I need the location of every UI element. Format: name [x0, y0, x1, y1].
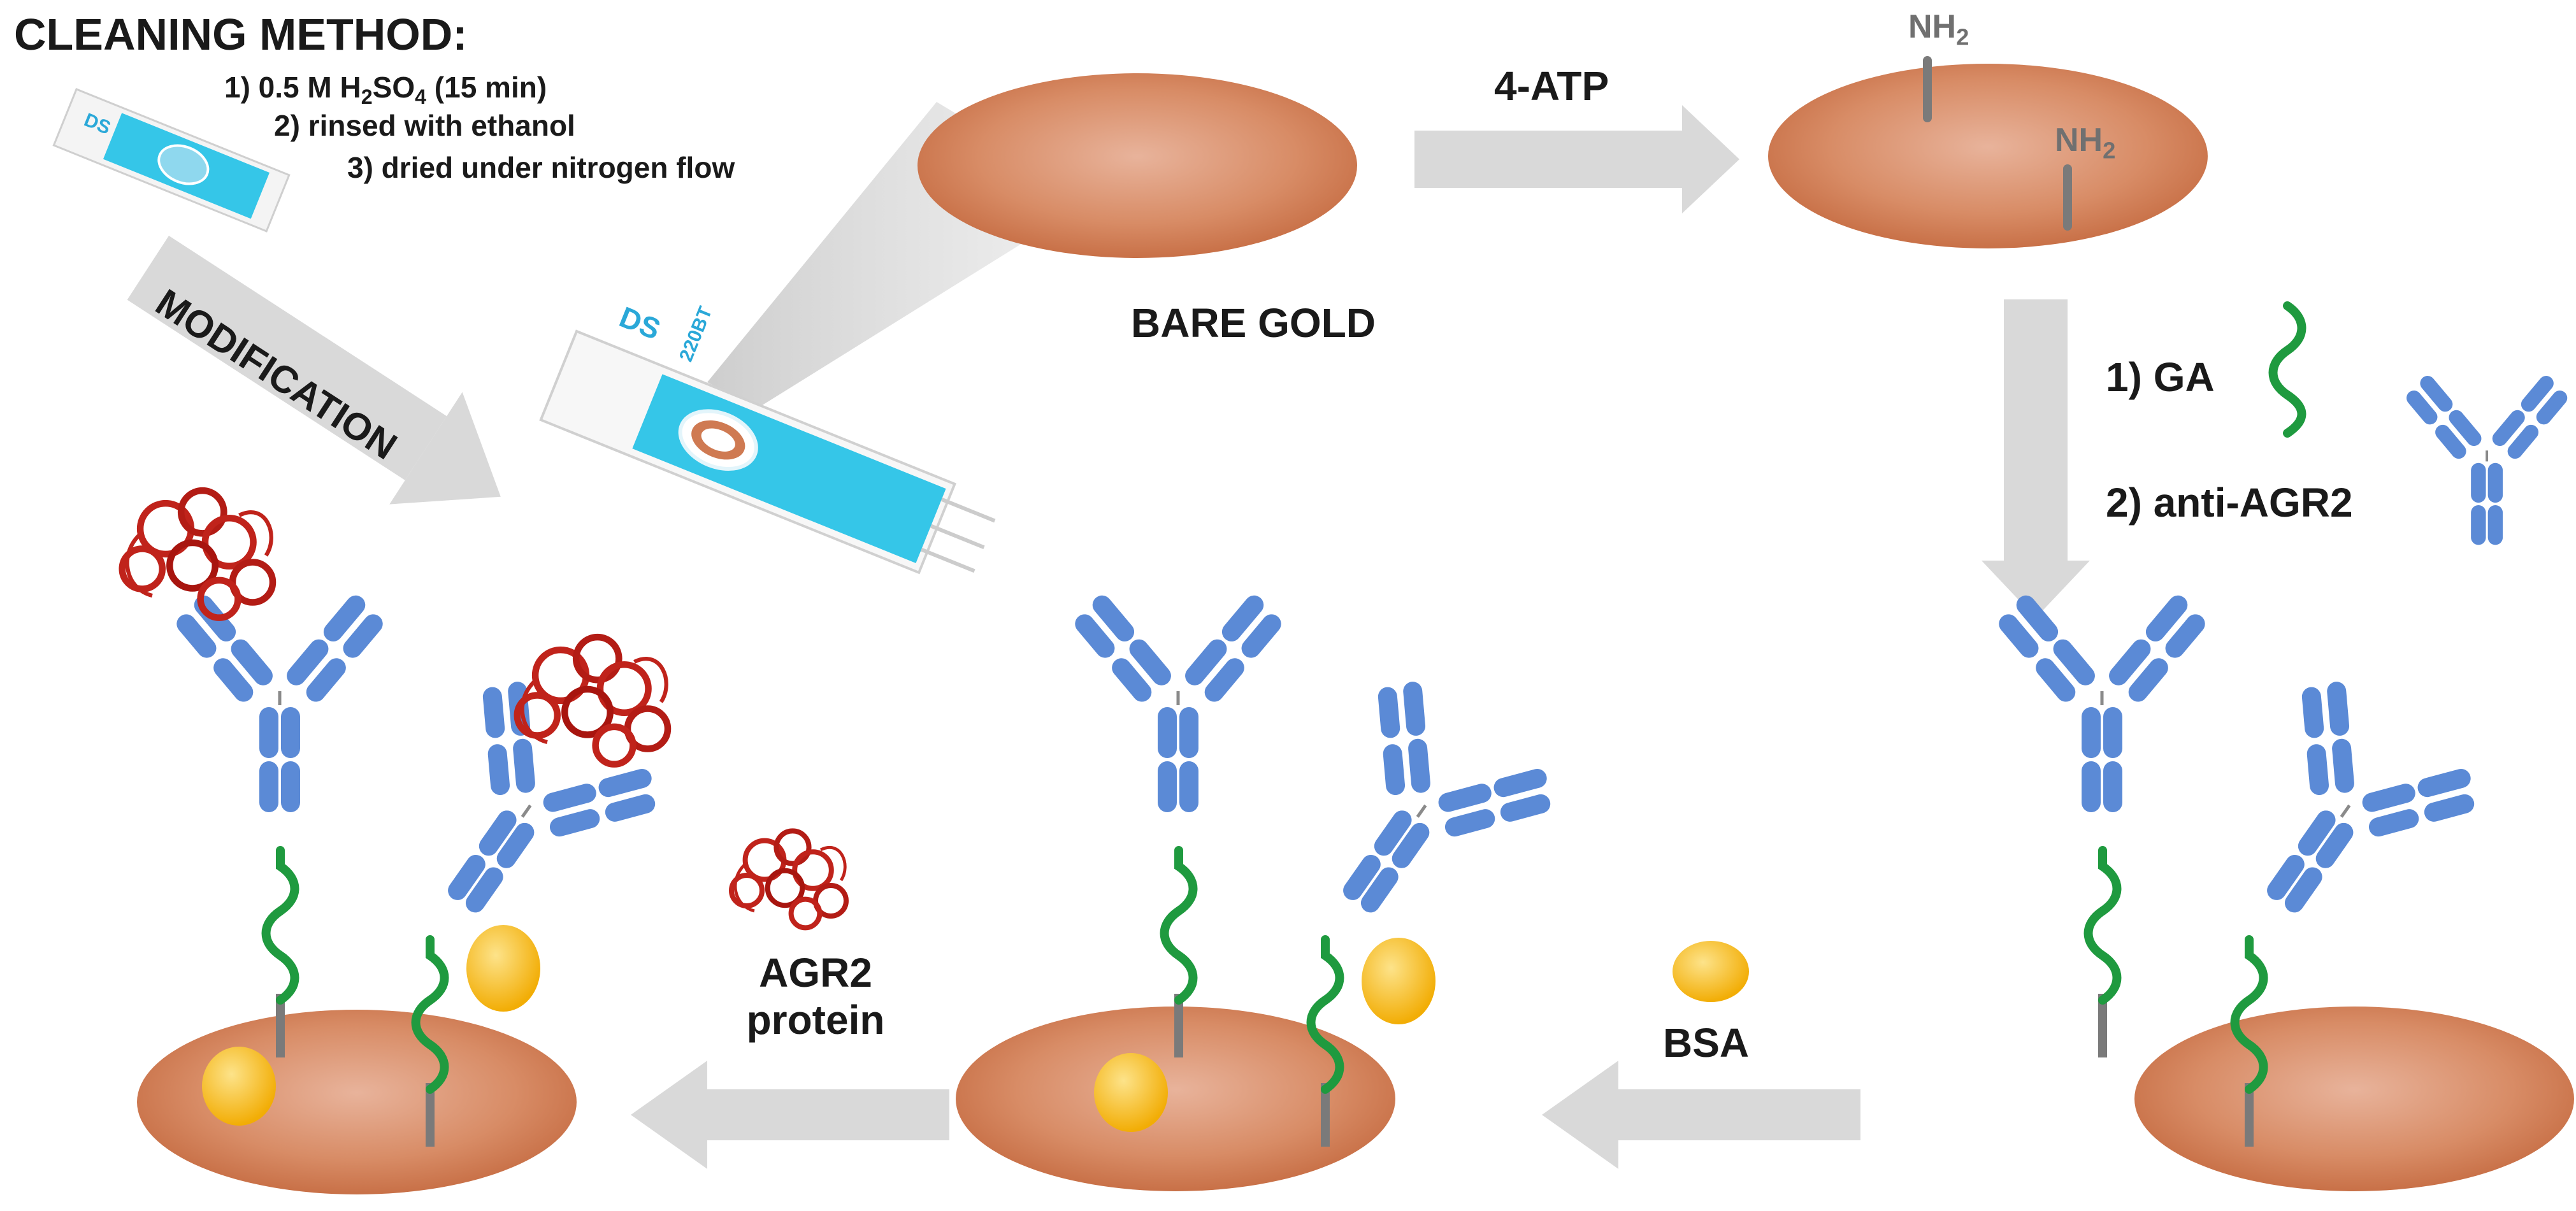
antibody [2191, 661, 2496, 967]
cleaning-step-2: 2) rinsed with ethanol [274, 109, 575, 142]
glutaraldehyde-icon [2268, 301, 2306, 438]
agr2-label-line2: protein [746, 997, 885, 1043]
atp-gold-disk [1768, 64, 2208, 248]
antibody-gold-disk [2134, 1007, 2574, 1191]
antibody [1069, 592, 1287, 812]
agr2-label-line1: AGR2 [759, 950, 872, 996]
bare-gold-label: BARE GOLD [1131, 300, 1376, 346]
modification-arrow [127, 236, 501, 505]
agr2-protein-icon [731, 831, 846, 928]
bsa-molecule [202, 1047, 276, 1126]
antibody [1993, 592, 2211, 812]
amine-label: NH2 [1908, 8, 1969, 50]
bsa-molecule [466, 925, 540, 1012]
agr2-arrow [631, 1061, 949, 1169]
cleaning-method-title: CLEANING METHOD: [14, 10, 468, 59]
cleaning-step-1: 1) 0.5 M H2SO4 (15 min) [224, 71, 547, 109]
bsa-molecule [1094, 1053, 1168, 1132]
bare-gold-disk [917, 73, 1357, 258]
down-arrow [1982, 299, 2090, 618]
cleaning-step-3: 3) dried under nitrogen flow [347, 151, 735, 184]
antibody [1267, 661, 1572, 967]
ga-step-label: 1) GA [2106, 354, 2215, 400]
antibody [171, 592, 389, 812]
bsa-icon [1673, 941, 1749, 1002]
electrode-large [539, 329, 996, 575]
atp-arrow [1414, 105, 1739, 213]
glutaraldehyde-linker [2089, 850, 2117, 1000]
bsa-label: BSA [1663, 1020, 1750, 1066]
bsa-arrow [1542, 1061, 1860, 1169]
detection-gold-disk [137, 1010, 577, 1194]
antibody-step-label: 2) anti-AGR2 [2106, 480, 2353, 526]
amine-label: NH2 [2055, 122, 2116, 164]
agr2-protein [517, 637, 668, 764]
atp-label: 4-ATP [1494, 63, 1609, 109]
glutaraldehyde-linker [1165, 850, 1193, 1000]
agr2-label: AGR2 protein [726, 949, 905, 1043]
agr2-protein [122, 491, 273, 617]
glutaraldehyde-linker [266, 850, 295, 1000]
antibody-icon [2400, 371, 2573, 547]
electrode-small: DS [52, 88, 291, 233]
bsa-molecule [1362, 938, 1436, 1024]
blocked-gold-disk [956, 1007, 1395, 1191]
